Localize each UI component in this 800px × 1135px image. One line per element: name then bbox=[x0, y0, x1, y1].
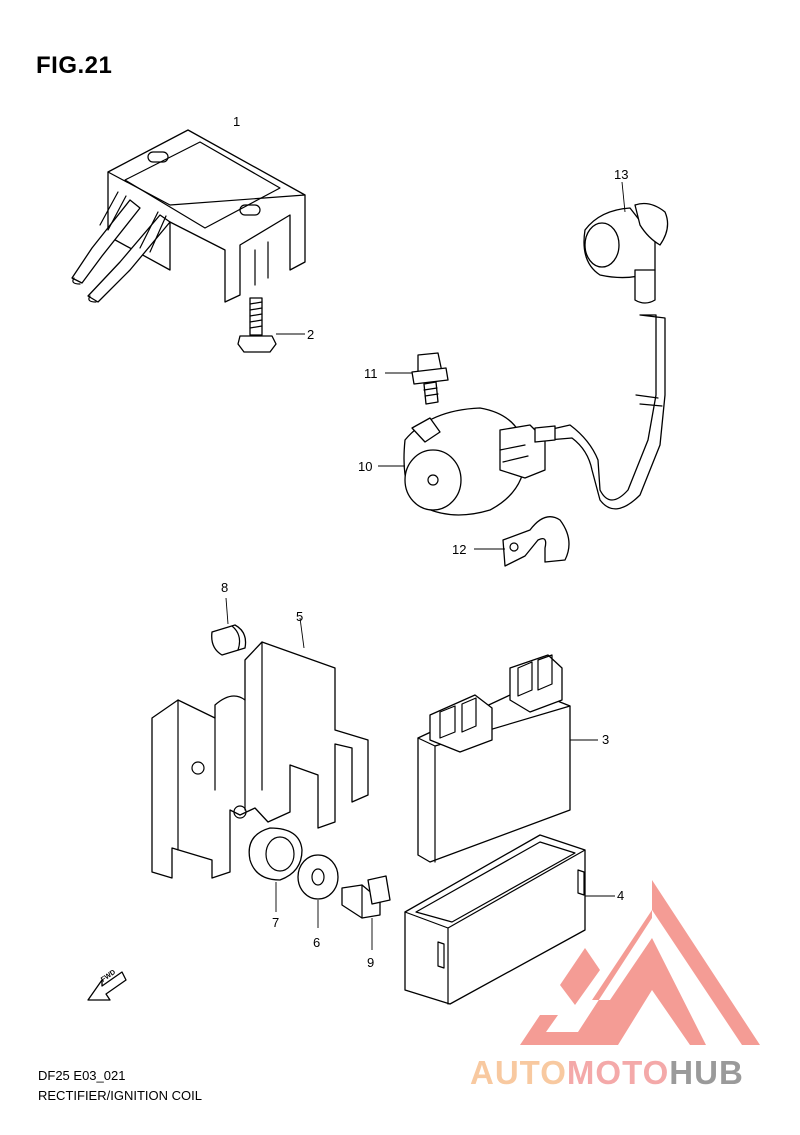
brand-part-moto: MOTO bbox=[566, 1054, 670, 1091]
part-bolt-11 bbox=[385, 352, 449, 405]
part-grommet bbox=[248, 827, 303, 912]
part-ignition-coil bbox=[378, 314, 666, 516]
part-cover bbox=[404, 834, 615, 1005]
figure-caption: RECTIFIER/IGNITION COIL bbox=[38, 1088, 202, 1103]
part-plug-cap bbox=[583, 181, 669, 304]
part-rectifier bbox=[71, 129, 306, 303]
callout-10: 10 bbox=[358, 459, 373, 474]
triangle-logo-icon bbox=[520, 880, 760, 1045]
part-bolt-9 bbox=[341, 875, 391, 950]
fwd-arrow-icon bbox=[87, 971, 127, 1001]
brand-part-hub: HUB bbox=[669, 1054, 744, 1091]
figure-code: DF25 E03_021 bbox=[38, 1068, 126, 1083]
callout-11: 11 bbox=[364, 366, 378, 381]
callout-8: 8 bbox=[221, 580, 229, 595]
callout-13: 13 bbox=[614, 167, 629, 182]
part-cap-8 bbox=[211, 597, 247, 656]
callout-9: 9 bbox=[367, 955, 375, 970]
callout-2: 2 bbox=[307, 327, 315, 342]
figure-title: FIG.21 bbox=[36, 52, 113, 79]
callout-1: 1 bbox=[233, 114, 241, 129]
part-clamp bbox=[474, 516, 570, 567]
part-bolt-2 bbox=[237, 297, 305, 353]
callout-6: 6 bbox=[313, 935, 321, 950]
watermark-brand: AUTOMOTOHUB bbox=[470, 1054, 744, 1092]
callout-3: 3 bbox=[602, 732, 610, 747]
part-washer bbox=[297, 854, 339, 928]
callout-5: 5 bbox=[296, 609, 304, 624]
callout-4: 4 bbox=[617, 888, 625, 903]
part-bracket bbox=[151, 617, 369, 879]
brand-part-auto: AUTO bbox=[470, 1054, 567, 1091]
callout-12: 12 bbox=[452, 542, 467, 557]
callout-7: 7 bbox=[272, 915, 280, 930]
part-cdi-unit bbox=[417, 654, 598, 863]
